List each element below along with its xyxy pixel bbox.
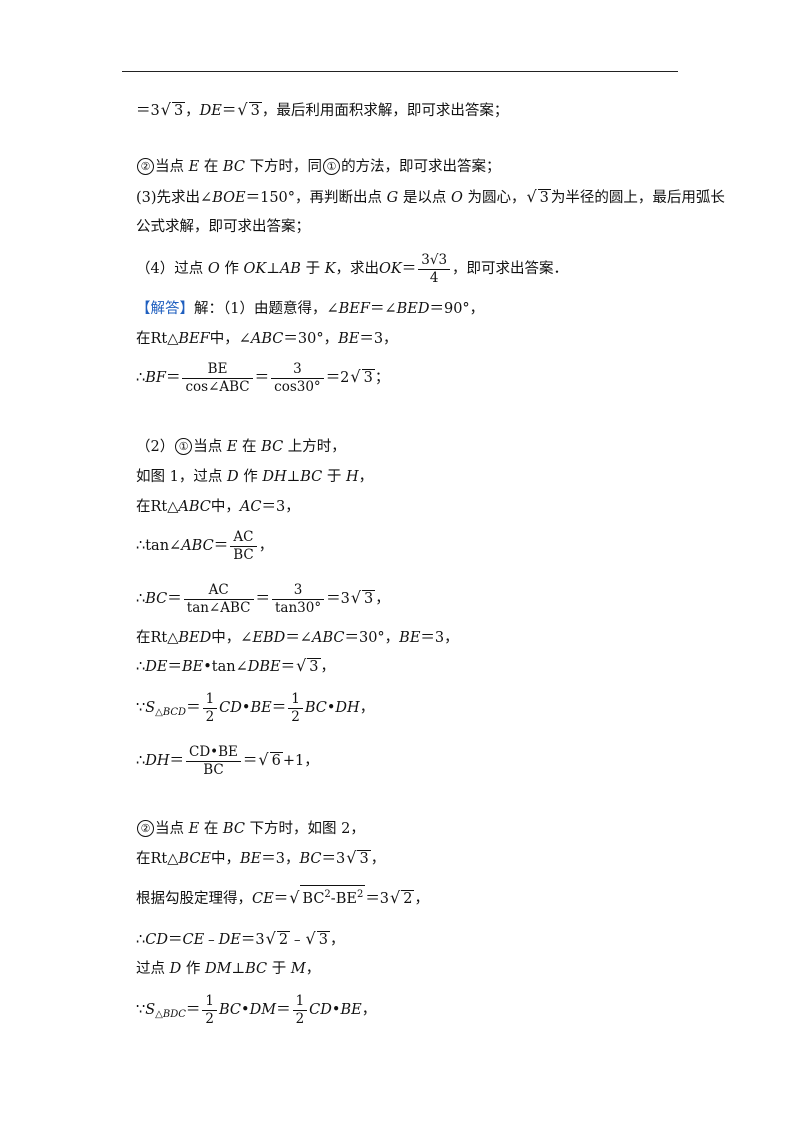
text-line: 公式求解，即可求出答案；: [136, 219, 310, 235]
text-line: 在Rt△ABC中，AC＝3，: [136, 499, 300, 515]
answer-label: 【解答】: [136, 301, 194, 317]
text-line: 在Rt△BCE中，BE＝3，BC＝3√3，: [136, 848, 386, 867]
text-line: 在Rt△BED中，∠EBD＝∠ABC＝30°，BE＝3，: [136, 630, 459, 646]
text-line: 如图 1，过点 D 作 DH⊥BC 于 H，: [136, 469, 374, 485]
text-line: ∴DE＝BE•tan∠DBE＝√3，: [136, 656, 336, 675]
text-line: 在Rt△BEF中，∠ABC＝30°，BE＝3，: [136, 331, 398, 347]
text-line: ∴CD＝CE﹣DE＝3√2﹣√3，: [136, 929, 345, 948]
text-line: 根据勾股定理得，CE＝√BC2-BE2＝3√2，: [136, 885, 429, 912]
text-line: ＝3√3，DE＝√3，最后利用面积求解，即可求出答案；: [136, 100, 509, 119]
text-line: 【解答】解：（1）由题意得，∠BEF＝∠BED＝90°，: [136, 301, 485, 317]
text-line: 过点 D 作 DM⊥BC 于 M，: [136, 961, 321, 977]
radicand: BC2-BE2: [300, 885, 366, 908]
header-rule: [122, 71, 678, 72]
